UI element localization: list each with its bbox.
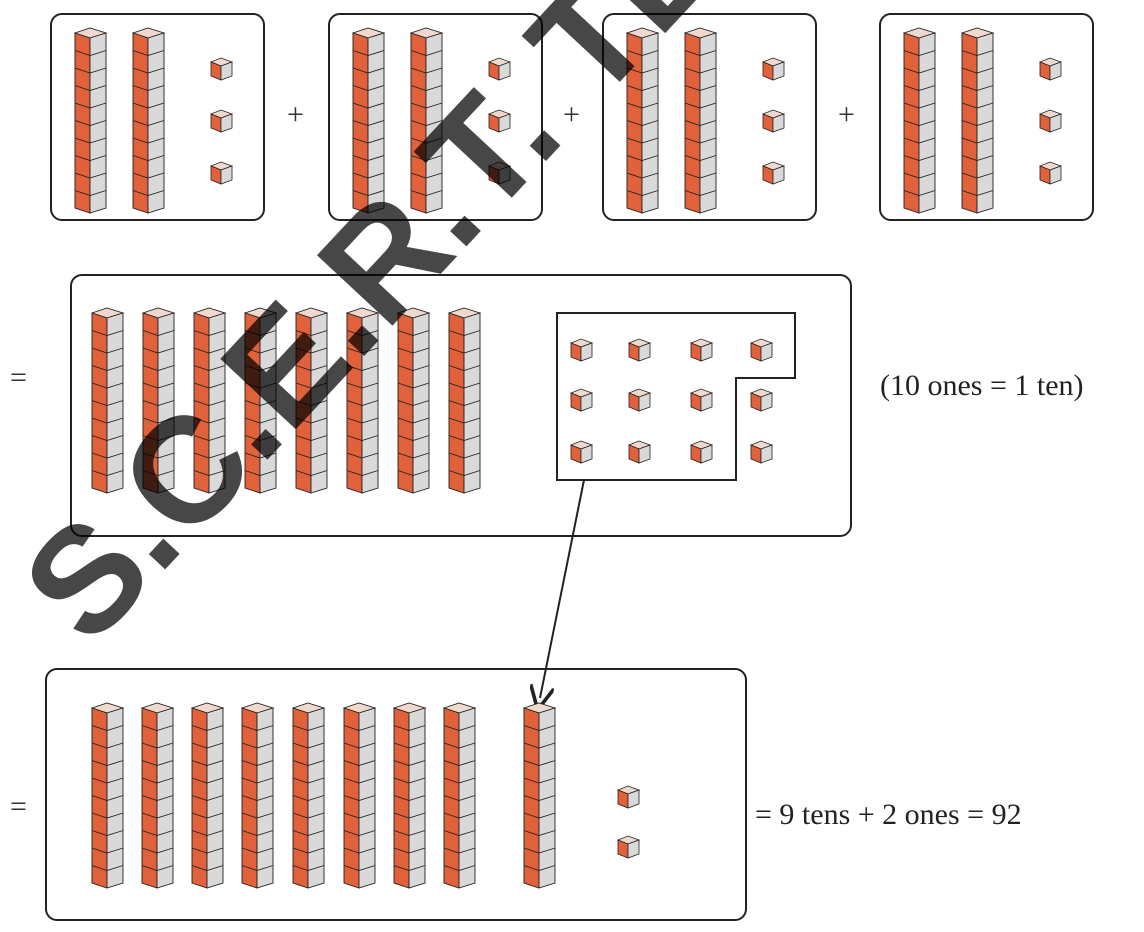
middle-unit-1 (570, 338, 594, 362)
top-unit-4-3 (1039, 161, 1063, 185)
plus-sign-2: + (563, 98, 580, 131)
middle-rod-4 (244, 307, 278, 494)
equals-sign-bottom: = (10, 790, 27, 823)
top-unit-3-2 (762, 109, 786, 133)
bottom-rod-5 (292, 702, 326, 889)
top-rod-4-1 (903, 27, 937, 214)
top-rod-3-2 (684, 27, 718, 214)
bottom-unit-1 (617, 785, 641, 809)
top-rod-1-1 (74, 27, 108, 214)
top-unit-4-2 (1039, 109, 1063, 133)
bottom-group-box (45, 668, 747, 921)
middle-unit-5 (570, 388, 594, 412)
bottom-unit-2 (617, 835, 641, 859)
bottom-rod-7 (393, 702, 427, 889)
top-group-box-4 (879, 13, 1094, 221)
top-rod-2-2 (410, 27, 444, 214)
bottom-rod-2 (141, 702, 175, 889)
regroup-outline (556, 312, 796, 481)
top-unit-1-3 (210, 161, 234, 185)
middle-unit-6 (628, 388, 652, 412)
bottom-rod-1 (91, 702, 125, 889)
bottom-rod-6 (343, 702, 377, 889)
plus-sign-3: + (838, 98, 855, 131)
top-unit-1-2 (210, 109, 234, 133)
middle-unit-2 (628, 338, 652, 362)
top-group-box-1 (50, 13, 265, 221)
top-unit-2-3 (488, 161, 512, 185)
result-text: = 9 tens + 2 ones = 92 (755, 798, 1022, 831)
top-unit-1-1 (210, 57, 234, 81)
equals-sign-middle: = (10, 361, 27, 394)
top-rod-3-1 (626, 27, 660, 214)
top-unit-4-1 (1039, 57, 1063, 81)
middle-unit-11 (690, 440, 714, 464)
middle-group-box (70, 274, 852, 537)
top-unit-2-1 (488, 57, 512, 81)
middle-unit-9 (570, 440, 594, 464)
middle-rod-7 (397, 307, 431, 494)
top-unit-3-1 (762, 57, 786, 81)
bottom-rod-8 (443, 702, 477, 889)
top-group-box-3 (602, 13, 817, 221)
middle-unit-7 (690, 388, 714, 412)
top-group-box-2 (328, 13, 543, 221)
top-rod-4-2 (961, 27, 995, 214)
middle-rod-6 (346, 307, 380, 494)
middle-unit-3 (690, 338, 714, 362)
middle-rod-8 (448, 307, 482, 494)
middle-unit-8 (750, 388, 774, 412)
bottom-rod-9 (523, 702, 557, 889)
middle-unit-12 (750, 440, 774, 464)
top-rod-1-2 (132, 27, 166, 214)
middle-rod-5 (295, 307, 329, 494)
bottom-rod-4 (241, 702, 275, 889)
top-rod-2-1 (352, 27, 386, 214)
plus-sign-1: + (287, 98, 304, 131)
regroup-note: (10 ones = 1 ten) (880, 369, 1084, 402)
regroup-arrow (540, 479, 585, 698)
middle-rod-2 (142, 307, 176, 494)
bottom-rod-3 (191, 702, 225, 889)
middle-unit-4 (750, 338, 774, 362)
top-unit-2-2 (488, 109, 512, 133)
middle-rod-3 (193, 307, 227, 494)
top-unit-3-3 (762, 161, 786, 185)
middle-rod-1 (91, 307, 125, 494)
middle-unit-10 (628, 440, 652, 464)
